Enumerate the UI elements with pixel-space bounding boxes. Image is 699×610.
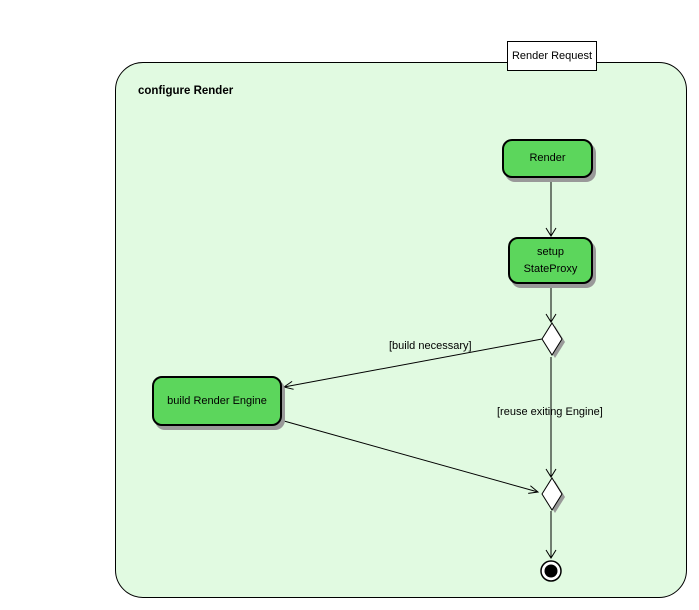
activity-node-setup-line1: setup xyxy=(537,245,564,258)
activity-frame xyxy=(115,62,687,598)
activity-node-setup-stateproxy: setup StateProxy xyxy=(508,237,593,284)
activity-node-setup-line2: StateProxy xyxy=(523,262,578,275)
activity-node-build-render-engine: build Render Engine xyxy=(152,376,282,426)
render-request-signal-node: Render Request xyxy=(507,41,597,71)
activity-node-render: Render xyxy=(502,139,593,178)
activity-node-render-label: Render xyxy=(529,152,566,164)
frame-title: configure Render xyxy=(138,85,234,97)
activity-node-build-label: build Render Engine xyxy=(167,394,267,407)
edge-label-build-necessary: [build necessary] xyxy=(389,340,472,352)
edge-label-reuse-existing: [reuse exiting Engine] xyxy=(497,406,603,418)
